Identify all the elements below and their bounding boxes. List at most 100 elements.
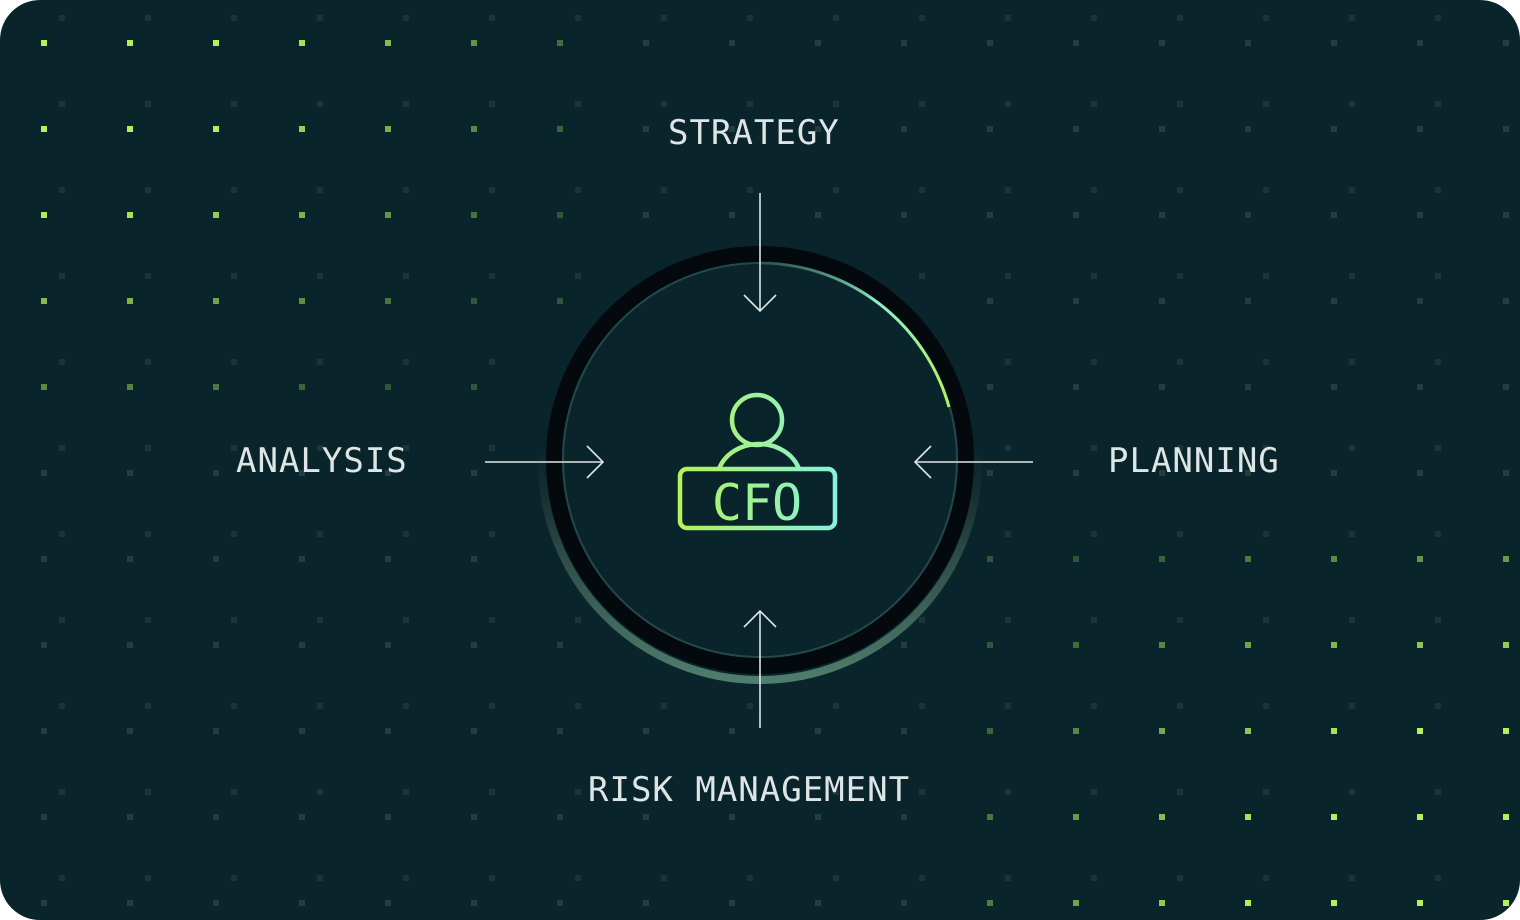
grid-dot [747,703,753,709]
label-strategy: STRATEGY [668,113,840,153]
grid-dot [1503,642,1509,648]
grid-dot [1263,875,1269,881]
grid-dot [919,15,925,21]
grid-dot [1005,359,1011,365]
grid-dot [1073,212,1079,218]
grid-dot [747,789,753,795]
grid-dot [127,556,133,562]
grid-dot [385,900,391,906]
grid-dot [575,789,581,795]
grid-dot [1503,212,1509,218]
grid-dot [489,617,495,623]
grid-dot [1435,703,1441,709]
grid-dot [661,187,667,193]
grid-dot [403,789,409,795]
grid-dot [1005,15,1011,21]
grid-dot [815,212,821,218]
grid-dot [901,728,907,734]
grid-dot [575,187,581,193]
grid-dot [1349,445,1355,451]
grid-dot [1005,531,1011,537]
grid-dot [231,531,237,537]
grid-dot [1177,359,1183,365]
grid-dot [145,273,151,279]
grid-dot [385,298,391,304]
grid-dot [987,814,993,820]
grid-dot [1349,187,1355,193]
grid-dot [1349,789,1355,795]
grid-dot [987,900,993,906]
grid-dot [41,814,47,820]
grid-dot [317,359,323,365]
grid-dot [299,212,305,218]
grid-dot [747,187,753,193]
grid-dot [317,875,323,881]
grid-dot [1435,789,1441,795]
grid-dot [385,470,391,476]
grid-dot [1331,384,1337,390]
grid-dot [231,445,237,451]
grid-dot [489,531,495,537]
grid-dot [661,789,667,795]
grid-dot [1417,126,1423,132]
grid-dot [1503,470,1509,476]
grid-dot [231,359,237,365]
grid-dot [1005,187,1011,193]
grid-dot [1073,298,1079,304]
grid-dot [729,212,735,218]
grid-dot [557,814,563,820]
grid-dot [1417,212,1423,218]
grid-dot [1417,814,1423,820]
grid-dot [1263,445,1269,451]
grid-dot [213,212,219,218]
grid-dot [231,273,237,279]
grid-dot [1263,531,1269,537]
grid-dot [213,728,219,734]
grid-dot [1091,187,1097,193]
grid-dot [987,126,993,132]
grid-dot [145,875,151,881]
grid-dot [1331,212,1337,218]
grid-dot [643,728,649,734]
grid-dot [145,187,151,193]
grid-dot [127,814,133,820]
person-icon [677,392,838,531]
grid-dot [1331,470,1337,476]
grid-dot [403,101,409,107]
grid-dot [1417,642,1423,648]
grid-dot [385,556,391,562]
grid-dot [1073,470,1079,476]
grid-dot [1263,789,1269,795]
grid-dot [59,101,65,107]
grid-dot [987,40,993,46]
grid-dot [1263,359,1269,365]
grid-dot [661,875,667,881]
grid-dot [729,814,735,820]
grid-dot [815,900,821,906]
grid-dot [145,789,151,795]
arrow-up-icon [743,609,777,728]
grid-dot [41,384,47,390]
grid-dot [1435,15,1441,21]
grid-dot [403,359,409,365]
grid-dot [231,789,237,795]
grid-dot [213,900,219,906]
grid-dot [1331,126,1337,132]
grid-dot [1091,445,1097,451]
grid-dot [557,900,563,906]
grid-dot [213,384,219,390]
grid-dot [1503,556,1509,562]
grid-dot [471,900,477,906]
grid-dot [557,40,563,46]
grid-dot [729,40,735,46]
grid-dot [1503,384,1509,390]
grid-dot [145,531,151,537]
grid-dot [1435,617,1441,623]
grid-dot [833,15,839,21]
grid-dot [575,703,581,709]
grid-dot [1245,556,1251,562]
grid-dot [145,445,151,451]
grid-dot [1159,212,1165,218]
grid-dot [59,445,65,451]
grid-dot [1417,556,1423,562]
